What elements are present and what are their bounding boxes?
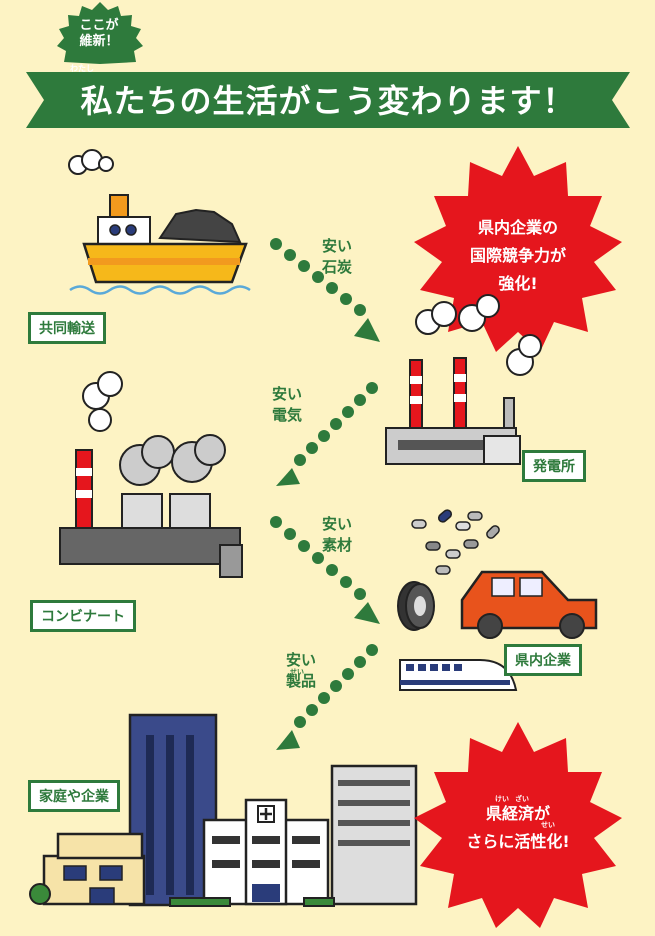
burst2-line2: さらに活性化! [466, 832, 570, 851]
title-ruby: わたし [70, 64, 94, 73]
flow-coal-line2: 石炭 [322, 258, 353, 276]
economy-ruby-1: けい [495, 795, 509, 803]
flow-coal-line1: 安い [322, 237, 353, 255]
label-prefectural-companies: 県内企業 [504, 644, 582, 676]
flow-materials-line2: 素材 [322, 536, 353, 554]
flow-electricity-line2: 電気 [272, 406, 303, 424]
flow-materials-line1: 安い [322, 515, 353, 533]
badge-starburst-icon [57, 2, 143, 64]
badge-line1: ここが [79, 18, 119, 33]
label-power-plant: 発電所 [522, 450, 586, 482]
page-title: 私たちの生活がこう変わります！ [80, 82, 576, 120]
burst2-line1: 県経済が [485, 804, 550, 823]
economy-ruby-3: せい [541, 821, 555, 829]
flow-dots-coal [270, 238, 380, 342]
flow-products-line1: 安い [286, 651, 317, 669]
kombinat-icon [59, 371, 243, 578]
bullet-train-icon [399, 659, 518, 691]
label-homes-companies: 家庭や企業 [28, 780, 120, 812]
flow-dots-electricity [276, 382, 378, 486]
flow-dots-products [276, 644, 378, 750]
burst1-line1: 県内企業の [477, 218, 558, 237]
title-banner [26, 72, 630, 128]
burst-competitiveness-icon [414, 146, 622, 352]
flow-label-electricity: 安い 電気 [272, 384, 302, 426]
burst1-line2: 国際競争力が [469, 246, 566, 265]
badge: ここが 維新！ [54, 18, 144, 50]
city-buildings-icon [29, 713, 418, 907]
products-ruby: せい [290, 668, 304, 676]
flow-label-materials: 安い 素材 [322, 514, 352, 556]
cargo-ship-icon [68, 149, 251, 295]
label-kombinat: コンビナート [30, 600, 136, 632]
burst-competitiveness-text: 県内企業の 国際競争力が 強化! [448, 214, 588, 298]
label-shipping: 共同輸送 [28, 312, 106, 344]
economy-ruby-2: ざい [515, 795, 529, 803]
flow-label-products: 安い 製品 [286, 650, 316, 692]
flow-dots-materials [270, 516, 380, 624]
flow-electricity-line1: 安い [272, 385, 303, 403]
power-plant-icon [385, 294, 542, 465]
flow-products-line2: 製品 [286, 672, 317, 690]
burst-economy-icon [414, 722, 622, 928]
materials-icon [397, 509, 598, 639]
badge-line2: 維新！ [79, 34, 119, 49]
flow-label-coal: 安い 石炭 [322, 236, 352, 278]
burst-economy-text: 県経済が さらに活性化! [448, 800, 588, 856]
burst1-line3: 強化! [498, 274, 538, 293]
